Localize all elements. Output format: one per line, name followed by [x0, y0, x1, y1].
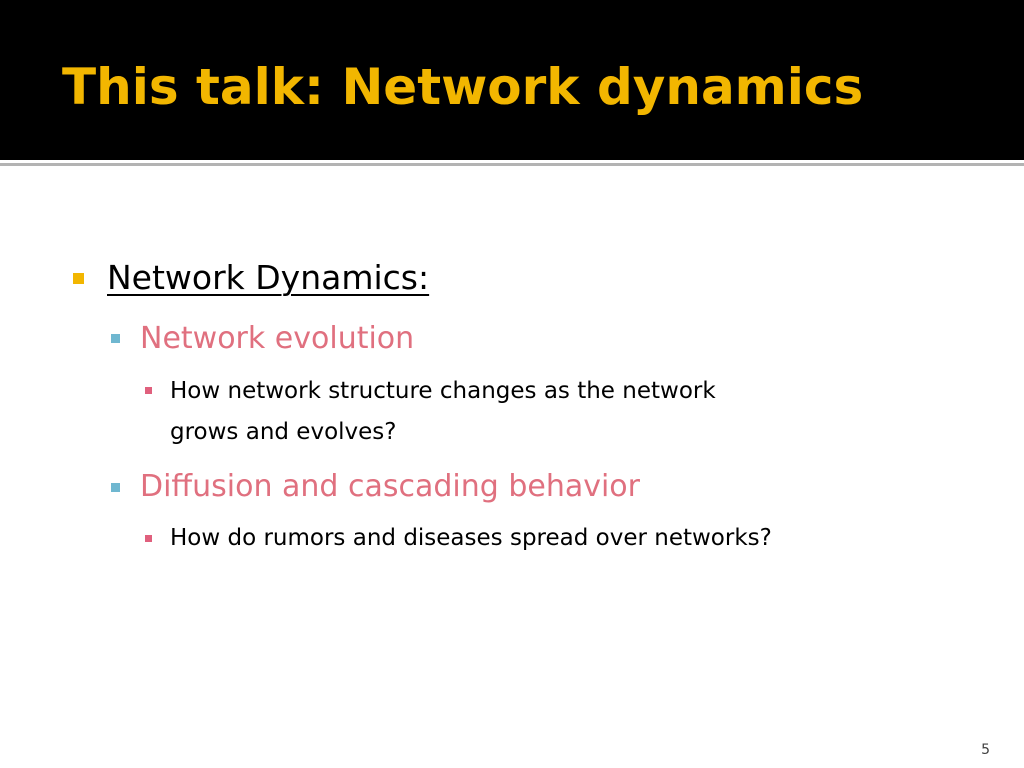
title-divider [0, 163, 1024, 166]
subtopic-network-evolution: Network evolution [140, 321, 415, 356]
level3-bullet-icon [145, 535, 152, 542]
level2-bullet-icon [111, 334, 120, 343]
level3-bullet-icon [145, 387, 152, 394]
detail-text-line: grows and evolves? [170, 419, 397, 445]
detail-text-line: How do rumors and diseases spread over n… [170, 525, 772, 551]
title-bar: This talk: Network dynamics [0, 0, 1024, 160]
main-heading: Network Dynamics: [107, 258, 430, 297]
level1-bullet-icon [73, 273, 84, 284]
subtopic-diffusion: Diffusion and cascading behavior [140, 469, 640, 504]
slide-title: This talk: Network dynamics [62, 58, 864, 116]
slide-number: 5 [981, 742, 990, 758]
level2-bullet-icon [111, 483, 120, 492]
detail-text-line: How network structure changes as the net… [170, 378, 716, 404]
